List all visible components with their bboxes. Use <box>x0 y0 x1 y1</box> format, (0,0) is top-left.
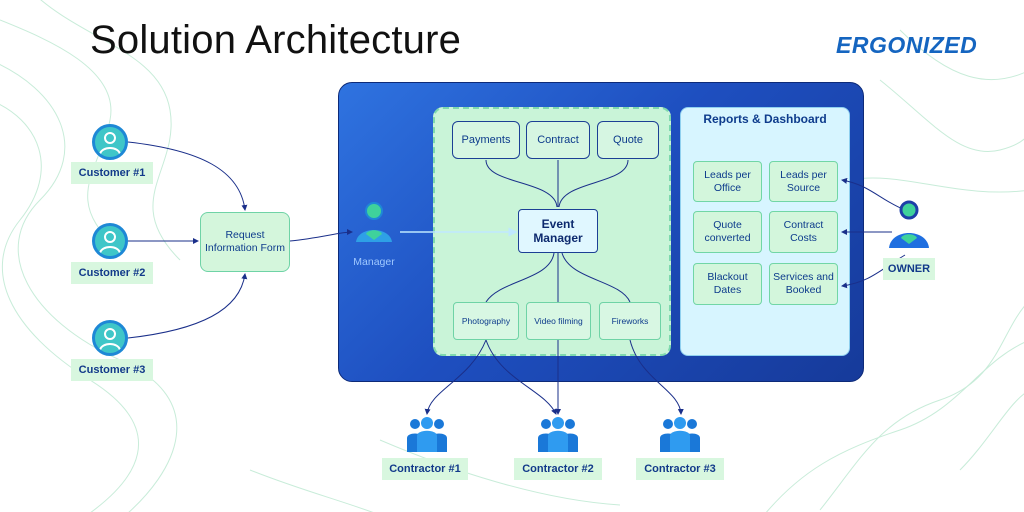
video-filming-box: Video filming <box>526 302 591 340</box>
customer-3-label: Customer #3 <box>71 359 153 381</box>
contractor-3-label: Contractor #3 <box>636 458 724 480</box>
group-icon <box>406 416 448 452</box>
customer-1-label: Customer #1 <box>71 162 153 184</box>
request-information-form: Request Information Form <box>200 212 290 272</box>
payments-box: Payments <box>452 121 520 159</box>
report-tile: Leads per Office <box>693 161 762 202</box>
manager-user-icon <box>354 202 394 246</box>
fireworks-box: Fireworks <box>599 302 661 340</box>
group-icon <box>659 416 701 452</box>
group-icon <box>537 416 579 452</box>
reports-title: Reports & Dashboard <box>703 112 827 126</box>
owner-user-icon <box>887 200 931 252</box>
contract-box: Contract <box>526 121 590 159</box>
report-tile: Services and Booked <box>769 263 838 305</box>
report-tile: Quote converted <box>693 211 762 253</box>
customer-2-label: Customer #2 <box>71 262 153 284</box>
photography-box: Photography <box>453 302 519 340</box>
contractor-2-label: Contractor #2 <box>514 458 602 480</box>
event-manager-box: Event Manager <box>518 209 598 253</box>
quote-box: Quote <box>597 121 659 159</box>
owner-label: OWNER <box>883 258 935 280</box>
contractor-1-label: Contractor #1 <box>382 458 468 480</box>
page-title: Solution Architecture <box>90 18 462 62</box>
report-tile: Leads per Source <box>769 161 838 202</box>
manager-label: Manager <box>353 256 395 268</box>
customer-user-icon <box>92 223 128 259</box>
report-tile: Blackout Dates <box>693 263 762 305</box>
report-tile: Contract Costs <box>769 211 838 253</box>
customer-user-icon <box>92 124 128 160</box>
brand-logo: ERGONIZED <box>836 32 978 58</box>
customer-user-icon <box>92 320 128 356</box>
